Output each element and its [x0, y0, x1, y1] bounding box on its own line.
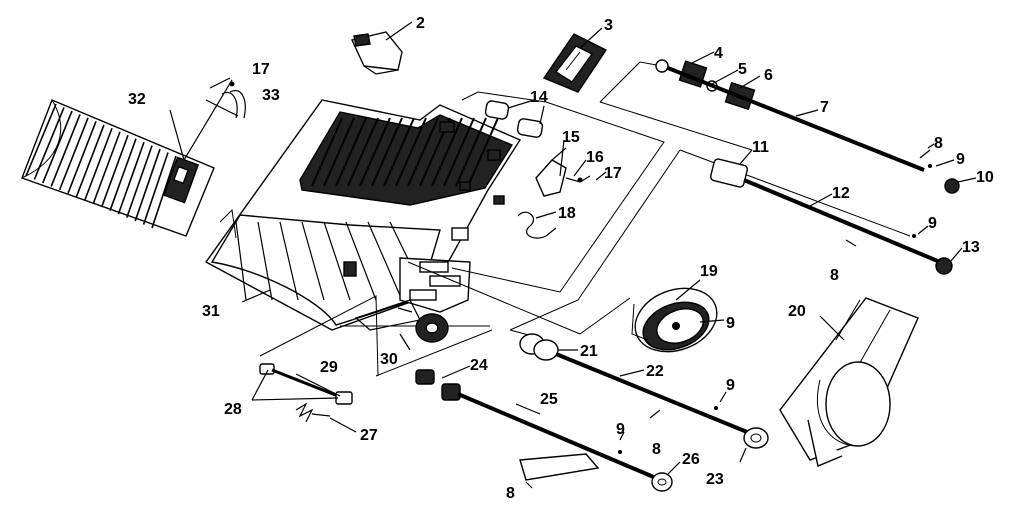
shaft-12-assembly	[709, 158, 953, 275]
callout-28: 28	[224, 401, 242, 418]
callout-19: 19	[700, 263, 718, 280]
hatch-line	[134, 148, 161, 222]
callout-25: 25	[540, 391, 558, 408]
callout-23: 23	[706, 471, 724, 488]
grille-panel-part	[21, 99, 215, 237]
callout-17-b: 17	[252, 61, 270, 78]
callout-9-e: 9	[616, 421, 625, 438]
plate-part	[542, 33, 608, 93]
shaft-29-assembly	[259, 363, 353, 405]
callout-24: 24	[470, 357, 488, 374]
callout-12: 12	[832, 185, 850, 202]
hatch-line	[301, 221, 325, 301]
gear-part	[397, 307, 449, 343]
callout-10: 10	[976, 169, 994, 186]
clip-part	[209, 77, 246, 119]
bracket-part	[351, 31, 403, 75]
hatch-line	[25, 103, 57, 177]
callout-7: 7	[820, 99, 829, 116]
callout-17-a: 17	[604, 165, 622, 182]
callout-2: 2	[416, 15, 425, 32]
fan-housing-part	[779, 297, 919, 467]
hatch-line	[335, 117, 367, 187]
hatch-line	[345, 221, 377, 301]
mechanism-cluster-part	[354, 227, 471, 331]
hatch-line	[383, 117, 415, 187]
hatch-line	[443, 117, 475, 187]
callout-5: 5	[738, 61, 747, 78]
hatch-line	[58, 117, 89, 191]
callout-8-b: 8	[830, 267, 839, 284]
callout-6: 6	[764, 67, 773, 84]
callout-13: 13	[962, 239, 980, 256]
hatch-line	[235, 221, 247, 301]
callout-4: 4	[714, 45, 723, 62]
hatch-line	[311, 117, 343, 187]
callout-16: 16	[586, 149, 604, 166]
callout-14: 14	[530, 89, 548, 106]
callout-29: 29	[320, 359, 338, 376]
shaft-25-assembly	[415, 369, 673, 492]
callout-9-a: 9	[956, 151, 965, 168]
hatch-line	[75, 124, 105, 198]
callout-31: 31	[202, 303, 220, 320]
callout-26: 26	[682, 451, 700, 468]
callout-32: 32	[128, 91, 146, 108]
callout-9-b: 9	[928, 215, 937, 232]
hatch-line	[455, 117, 487, 187]
hatch-line	[126, 145, 153, 218]
shaft-22-assembly	[519, 333, 769, 449]
hatch-line	[347, 117, 379, 187]
hatch-line	[84, 127, 113, 201]
wire-8-parts	[519, 149, 931, 481]
hatch-line	[323, 221, 351, 301]
base-chassis-part	[204, 99, 522, 331]
hatch-line	[109, 138, 137, 211]
hatch-line	[467, 117, 499, 187]
hatch-line	[33, 107, 65, 180]
motor-drum-part	[631, 287, 718, 353]
shaft-7-assembly	[655, 59, 960, 194]
hatch-line	[100, 134, 129, 208]
hatch-line	[257, 221, 273, 301]
hatch-line	[395, 117, 427, 187]
pin-9-parts	[618, 164, 932, 454]
hatch-line	[431, 117, 463, 187]
callout-18: 18	[558, 205, 576, 222]
hatch-line	[42, 110, 73, 184]
hatch-line	[279, 221, 299, 301]
callout-8-a: 8	[934, 135, 943, 152]
hatch-line	[67, 121, 97, 194]
callout-9-d: 9	[726, 377, 735, 394]
spring-27-part	[295, 402, 331, 423]
callout-9-c: 9	[726, 315, 735, 332]
hatch-line	[407, 117, 439, 187]
hatch-line	[367, 221, 403, 301]
hatch-line	[323, 117, 355, 187]
hatch-line	[117, 141, 145, 215]
hatch-line	[359, 117, 391, 187]
bushings-part	[484, 99, 545, 138]
hatch-line	[142, 152, 169, 225]
hatch-line	[92, 131, 121, 205]
callout-8-c: 8	[652, 441, 661, 458]
callout-15: 15	[562, 129, 580, 146]
callout-27: 27	[360, 427, 378, 444]
callout-3: 3	[604, 17, 613, 34]
callout-20: 20	[788, 303, 806, 320]
guide-outlines	[259, 61, 911, 377]
callout-8-d: 8	[506, 485, 515, 502]
lever-spring-parts	[517, 147, 591, 239]
callout-labels: 2 3 4 5 6 7 8 9 10 11 12 9 13 8 14 15 16…	[128, 15, 994, 502]
callout-22: 22	[646, 363, 664, 380]
callout-21: 21	[580, 343, 598, 360]
hatch-line	[151, 155, 177, 229]
callout-33: 33	[262, 87, 280, 104]
callout-11: 11	[752, 139, 769, 156]
hatch-line	[50, 114, 81, 187]
hatch-line	[371, 117, 403, 187]
leader-lines	[169, 21, 977, 489]
callout-30: 30	[380, 351, 398, 368]
